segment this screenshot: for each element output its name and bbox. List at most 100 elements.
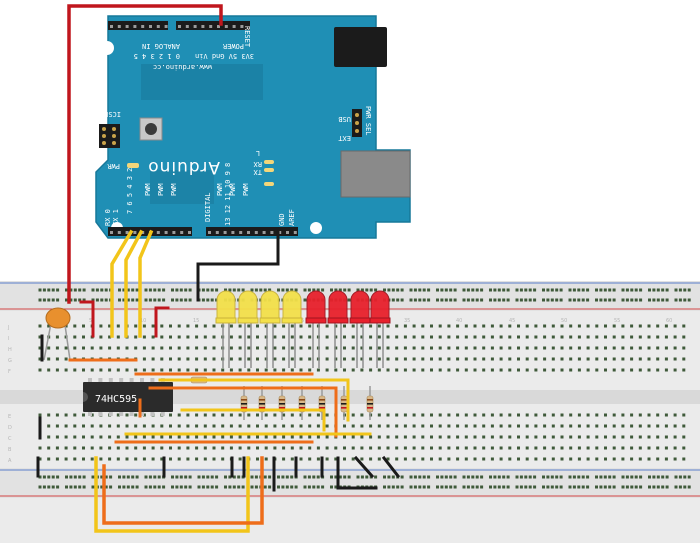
- breadboard-hole: [334, 446, 338, 450]
- rail-hole: [577, 475, 581, 479]
- breadboard-hole: [577, 446, 581, 450]
- breadboard-hole: [99, 346, 103, 350]
- breadboard-hole: [551, 446, 555, 450]
- rail-hole: [497, 298, 501, 302]
- rail-hole: [268, 288, 272, 292]
- rail-hole: [656, 298, 660, 302]
- rail-hole: [427, 288, 431, 292]
- breadboard-hole: [395, 424, 399, 428]
- breadboard-hole: [273, 368, 277, 372]
- header-pin: [180, 231, 184, 234]
- rail-hole: [542, 475, 545, 479]
- breadboard-hole: [621, 324, 625, 328]
- breadboard-hole: [543, 357, 547, 361]
- pwr-sel-label: PWR SEL: [364, 106, 372, 136]
- breadboard-hole: [55, 346, 59, 350]
- rail-hole: [383, 475, 386, 479]
- breadboard-hole: [621, 413, 625, 417]
- breadboard-hole: [456, 357, 460, 361]
- breadboard-hole: [473, 357, 477, 361]
- ext-label: EXT: [338, 134, 351, 142]
- breadboard-hole: [560, 424, 564, 428]
- rail-hole: [648, 475, 651, 479]
- rail-hole: [210, 475, 214, 479]
- rail-hole: [118, 475, 121, 479]
- breadboard-hole: [386, 335, 390, 339]
- rail-hole: [471, 288, 475, 292]
- rail-hole: [232, 485, 236, 489]
- breadboard-hole: [525, 457, 529, 461]
- breadboard-hole: [203, 335, 207, 339]
- breadboard-hole: [543, 457, 547, 461]
- breadboard-hole: [377, 413, 381, 417]
- rail-hole: [678, 475, 682, 479]
- rail-hole: [661, 475, 665, 479]
- rail-hole: [126, 485, 130, 489]
- breadboard-hole: [325, 446, 329, 450]
- rail-hole: [665, 485, 669, 489]
- rail-hole: [201, 475, 205, 479]
- pwm-label: PWM: [242, 183, 250, 196]
- breadboard-hole: [508, 346, 512, 350]
- breadboard-hole: [203, 346, 207, 350]
- rail-hole: [303, 288, 307, 292]
- rail-hole: [586, 298, 590, 302]
- breadboard-hole: [586, 324, 590, 328]
- resistor-band: [241, 399, 247, 401]
- rail-hole: [648, 298, 651, 302]
- rail-hole: [210, 288, 214, 292]
- breadboard-hole: [256, 368, 259, 372]
- breadboard-hole: [169, 324, 172, 328]
- rail-hole: [391, 475, 395, 479]
- breadboard-hole: [630, 446, 634, 450]
- breadboard-hole: [73, 457, 77, 461]
- shift-register-chip: 74HC595: [83, 378, 173, 416]
- breadboard-hole: [64, 457, 68, 461]
- breadboard-hole: [517, 424, 520, 428]
- breadboard-hole: [351, 446, 355, 450]
- breadboard-hole: [99, 368, 103, 372]
- rail-hole: [206, 475, 210, 479]
- rail-hole: [595, 298, 598, 302]
- breadboard-hole: [673, 357, 677, 361]
- breadboard-hole: [569, 413, 573, 417]
- output-wire: [158, 378, 350, 422]
- breadboard-hole: [438, 357, 442, 361]
- rail-hole: [489, 298, 492, 302]
- breadboard-hole: [134, 335, 138, 339]
- breadboard-hole: [273, 357, 277, 361]
- rail-hole: [665, 288, 669, 292]
- yellow-led: [216, 290, 236, 323]
- breadboard-hole: [377, 346, 381, 350]
- breadboard-hole: [534, 435, 538, 439]
- rail-hole: [263, 475, 267, 479]
- breadboard-hole: [116, 368, 120, 372]
- rail-hole: [162, 485, 166, 489]
- pwm-label: PWM: [144, 183, 152, 196]
- digital-label: DIGITAL: [204, 192, 212, 222]
- breadboard-hole: [55, 335, 59, 339]
- power-wire-5v: [67, 4, 223, 304]
- breadboard-hole: [490, 357, 494, 361]
- rail-hole: [56, 298, 60, 302]
- rail-hole: [294, 485, 298, 489]
- breadboard-hole: [473, 324, 477, 328]
- rail-hole: [82, 485, 86, 489]
- breadboard-hole: [142, 324, 146, 328]
- ground-jumper-wire: [353, 455, 375, 479]
- pwr-sel-jumper[interactable]: [352, 109, 362, 137]
- led-rim: [237, 317, 259, 324]
- breadboard-hole: [647, 335, 651, 339]
- breadboard-hole: [264, 368, 268, 372]
- rail-hole: [78, 298, 82, 302]
- rail-hole: [237, 475, 241, 479]
- breadboard-hole: [369, 368, 373, 372]
- breadboard-hole: [403, 368, 407, 372]
- breadboard-hole: [90, 346, 94, 350]
- rail-hole: [307, 475, 311, 479]
- led-rim: [349, 317, 371, 324]
- rail-hole: [559, 485, 563, 489]
- breadboard-hole: [412, 424, 416, 428]
- rail-hole: [621, 288, 625, 292]
- rail-hole: [444, 288, 448, 292]
